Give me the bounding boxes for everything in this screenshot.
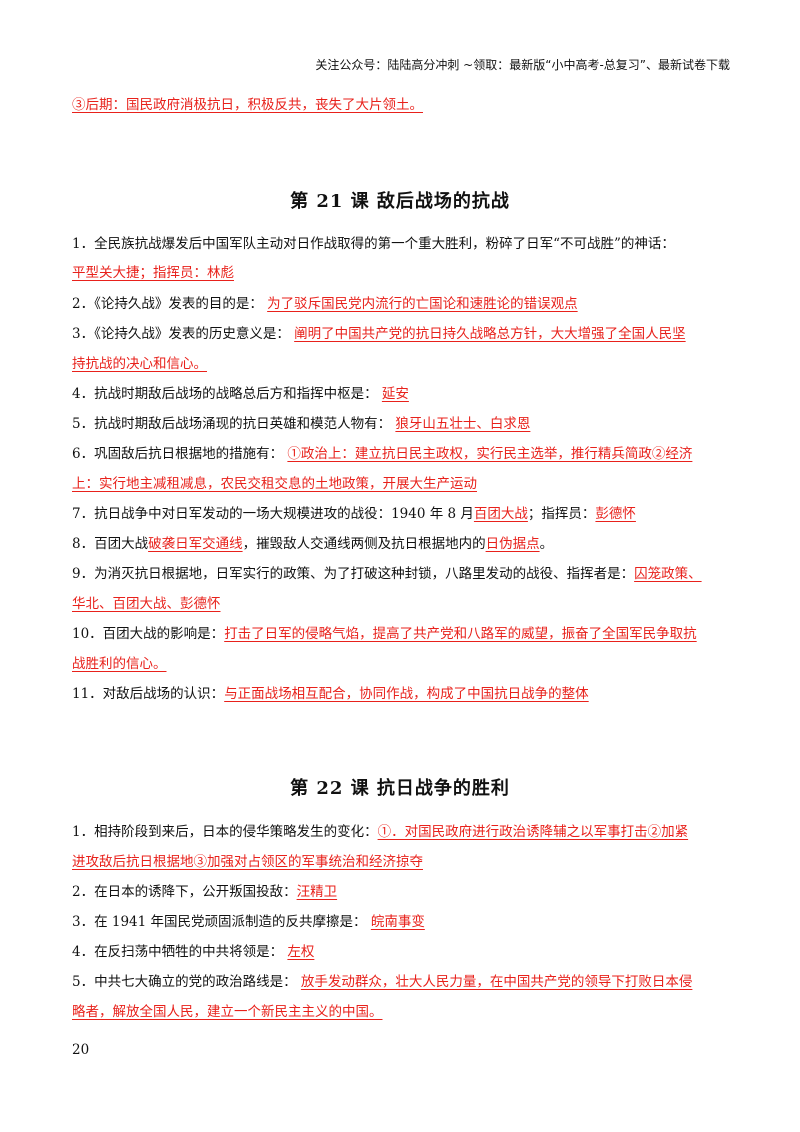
answer-text: 进攻敌后抗日根据地③加强对占领区的军事统治和经济掠夺 — [72, 854, 423, 870]
question-text: 。 — [539, 536, 554, 552]
answer-text: 汪精卫 — [296, 884, 338, 900]
question-text: 1．相持阶段到来后，日本的侵华策略发生的变化： — [72, 824, 378, 840]
l21-q9: 9．为消灭抗日根据地，日军实行的政策、为了打破这种封锁，八路里发动的战役、指挥者… — [72, 564, 702, 584]
answer-text: 为了驳斥国民党内流行的亡国论和速胜论的错误观点 — [267, 296, 578, 312]
l22-q2: 2．在日本的诱降下，公开叛国投敌：汪精卫 — [72, 882, 337, 902]
prev-item-answer: ③后期：国民政府消极抗日，积极反共，丧失了大片领土。 — [72, 95, 423, 115]
l21-q1-text: 1．全民族抗战爆发后中国军队主动对日作战取得的第一个重大胜利，粉碎了日军“不可战… — [72, 236, 675, 252]
question-text: 7．抗日战争中对日军发动的一场大规模进攻的战役：1940 年 8 月 — [72, 506, 474, 522]
question-text: 9．为消灭抗日根据地，日军实行的政策、为了打破这种封锁，八路里发动的战役、指挥者… — [72, 566, 635, 582]
answer-text: 上：实行地主减租减息，农民交租交息的土地政策，开展大生产运动 — [72, 476, 477, 492]
l21-q8: 8．百团大战破袭日军交通线，摧毁敌人交通线两侧及抗日根据地内的日伪据点。 — [72, 534, 553, 554]
answer-text: 华北、百团大战、彭德怀 — [72, 596, 221, 612]
l21-q6: 6．巩固敌后抗日根据地的措施有： ①政治上：建立抗日民主政权，实行民主选举，推行… — [72, 444, 692, 464]
answer-text: 狼牙山五壮士、白求恩 — [395, 416, 531, 432]
question-text: 5．抗战时期敌后战场涌现的抗日英雄和模范人物有： — [72, 416, 392, 432]
answer-text: 打击了日军的侵略气焰，提高了共产党和八路军的威望，振奋了全国军民争取抗 — [224, 626, 697, 642]
l21-q9-cont: 华北、百团大战、彭德怀 — [72, 594, 221, 614]
page-number: 20 — [72, 1042, 90, 1058]
l21-q2: 2．《论持久战》发表的目的是： 为了驳斥国民党内流行的亡国论和速胜论的错误观点 — [72, 294, 578, 314]
l22-q1: 1．相持阶段到来后，日本的侵华策略发生的变化：①．对国民政府进行政治诱降辅之以军… — [72, 822, 688, 842]
l21-q4: 4．抗战时期敌后战场的战略总后方和指挥中枢是： 延安 — [72, 384, 409, 404]
answer-text: 百团大战 — [473, 506, 528, 522]
l21-q7: 7．抗日战争中对日军发动的一场大规模进攻的战役：1940 年 8 月百团大战；指… — [72, 504, 636, 524]
answer-text: 战胜利的信心。 — [72, 656, 167, 672]
question-text: 4．在反扫荡中牺牲的中共将领是： — [72, 944, 284, 960]
answer-text: 延安 — [381, 386, 409, 402]
l22-q4: 4．在反扫荡中牺牲的中共将领是： 左权 — [72, 942, 314, 962]
question-text: 8．百团大战 — [72, 536, 149, 552]
l22-q3: 3．在 1941 年国民党顽固派制造的反共摩擦是： 皖南事变 — [72, 912, 425, 932]
answer-text: 皖南事变 — [370, 914, 425, 930]
l21-q3: 3．《论持久战》发表的历史意义是： 阐明了中国共产党的抗日持久战略总方针，大大增… — [72, 324, 686, 344]
l22-q5: 5．中共七大确立的党的政治路线是： 放手发动群众，壮大人民力量，在中国共产党的领… — [72, 972, 692, 992]
question-text: 11．对敌后战场的认识： — [72, 686, 225, 702]
l22-q1-cont: 进攻敌后抗日根据地③加强对占领区的军事统治和经济掠夺 — [72, 852, 423, 872]
question-text: 6．巩固敌后抗日根据地的措施有： — [72, 446, 284, 462]
question-text: ，摧毁敌人交通线两侧及抗日根据地内的 — [242, 536, 486, 552]
question-text: 4．抗战时期敌后战场的战略总后方和指挥中枢是： — [72, 386, 378, 402]
l21-q6-cont: 上：实行地主减租减息，农民交租交息的土地政策，开展大生产运动 — [72, 474, 477, 494]
answer-text: ③后期：国民政府消极抗日，积极反共，丧失了大片领土。 — [72, 97, 423, 113]
l21-q10-cont: 战胜利的信心。 — [72, 654, 167, 674]
answer-text: 与正面战场相互配合，协同作战，构成了中国抗日战争的整体 — [224, 686, 589, 702]
question-text: 3．在 1941 年国民党顽固派制造的反共摩擦是： — [72, 914, 367, 930]
l21-q11: 11．对敌后战场的认识：与正面战场相互配合，协同作战，构成了中国抗日战争的整体 — [72, 684, 589, 704]
answer-text: 平型关大捷；指挥员：林彪 — [72, 265, 234, 281]
question-text: 2．在日本的诱降下，公开叛国投敌： — [72, 884, 297, 900]
l21-q10: 10．百团大战的影响是：打击了日军的侵略气焰，提高了共产党和八路军的威望，振奋了… — [72, 624, 697, 644]
l22-q5-cont: 略者，解放全国人民，建立一个新民主主义的中国。 — [72, 1002, 383, 1022]
answer-text: 略者，解放全国人民，建立一个新民主主义的中国。 — [72, 1004, 383, 1020]
question-text: 2．《论持久战》发表的目的是： — [72, 296, 263, 312]
answer-text: 放手发动群众，壮大人民力量，在中国共产党的领导下打败日本侵 — [300, 974, 693, 990]
answer-text: 持抗战的决心和信心。 — [72, 356, 207, 372]
answer-text: ①政治上：建立抗日民主政权，实行民主选举，推行精兵简政②经济 — [287, 446, 693, 462]
lesson-22-title: 第 22 课 抗日战争的胜利 — [290, 778, 510, 799]
answer-text: 彭德怀 — [595, 506, 636, 522]
l21-q1-answer: 平型关大捷；指挥员：林彪 — [72, 263, 234, 283]
answer-text: 囚笼政策、 — [634, 566, 702, 582]
l21-q3-cont: 持抗战的决心和信心。 — [72, 354, 207, 374]
answer-text: 日伪据点 — [485, 536, 540, 552]
answer-text: ①．对国民政府进行政治诱降辅之以军事打击②加紧 — [377, 824, 689, 840]
answer-text: 破袭日军交通线 — [148, 536, 243, 552]
answer-text: 阐明了中国共产党的抗日持久战略总方针，大大增强了全国人民坚 — [294, 326, 686, 342]
lesson-21-title: 第 21 课 敌后战场的抗战 — [290, 191, 510, 212]
question-text: ；指挥员： — [527, 506, 596, 522]
header-promo-note: 关注公众号：陆陆高分冲刺 ~领取：最新版“小中高考-总复习”、最新试卷下载 — [315, 58, 730, 72]
l21-q5: 5．抗战时期敌后战场涌现的抗日英雄和模范人物有： 狼牙山五壮士、白求恩 — [72, 414, 530, 434]
question-text: 5．中共七大确立的党的政治路线是： — [72, 974, 297, 990]
question-text: 10．百团大战的影响是： — [72, 626, 225, 642]
question-text: 3．《论持久战》发表的历史意义是： — [72, 326, 290, 342]
answer-text: 左权 — [287, 944, 315, 960]
